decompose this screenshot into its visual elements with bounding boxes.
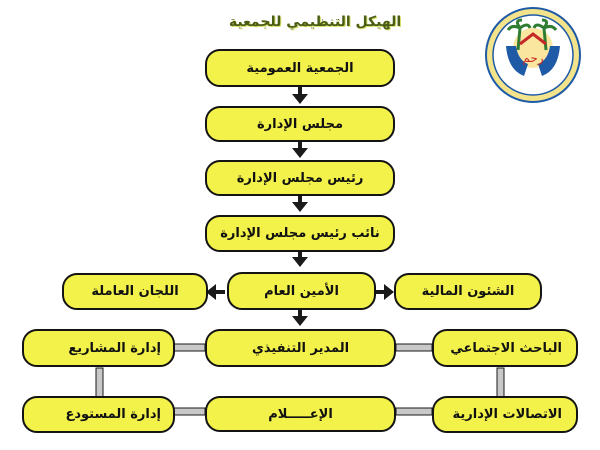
horizontal-arrows — [206, 284, 394, 300]
charity-hands-logo-icon: ﺭﺣﻢ — [485, 7, 581, 103]
node-board: مجلس الإدارة — [205, 106, 395, 142]
node-projects-management: إدارة المشاريع — [22, 329, 175, 367]
node-board-chair: رئيس مجلس الإدارة — [205, 160, 395, 196]
vertical-arrows — [292, 86, 308, 326]
node-media: الإعـــــلام — [205, 396, 396, 432]
node-admin-communications: الاتصالات الإدارية — [432, 396, 578, 433]
node-financial-affairs: الشئون المالية — [394, 273, 542, 310]
node-working-committees: اللجان العاملة — [62, 273, 208, 310]
node-executive-director: المدير التنفيذي — [205, 329, 396, 367]
node-vice-chair: نائب رئيس مجلس الإدارة — [205, 215, 395, 252]
svg-text:ﺭﺣﻢ: ﺭﺣﻢ — [522, 51, 543, 66]
association-logo: ﺭﺣﻢ — [484, 6, 582, 104]
node-social-researcher: الباحث الاجتماعي — [432, 329, 578, 367]
node-warehouse-management: إدارة المستودع — [22, 396, 175, 433]
node-general-assembly: الجمعية العمومية — [205, 49, 395, 87]
chart-title: الهيكل التنظيمي للجمعية — [228, 14, 402, 30]
node-secretary-general: الأمين العام — [227, 272, 376, 310]
